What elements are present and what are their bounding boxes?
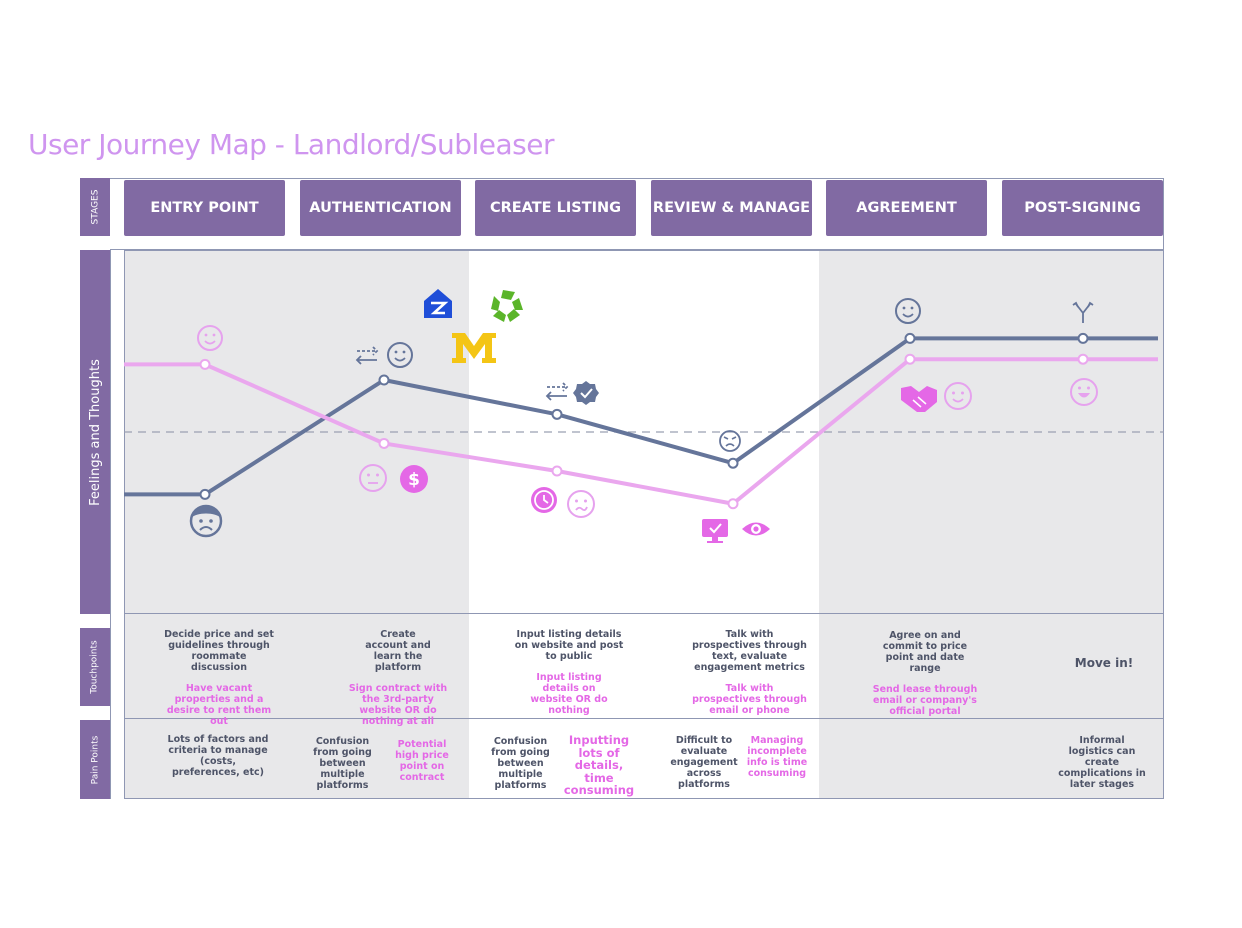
pain-points-row-label: Pain Points bbox=[80, 720, 110, 799]
dark-point-1 bbox=[378, 374, 390, 386]
stages-row-label: STAGES bbox=[80, 178, 110, 236]
handshake-icon bbox=[901, 386, 937, 412]
angry-face-icon bbox=[719, 430, 741, 452]
dark-point-5 bbox=[1077, 332, 1089, 344]
stage-entry-point: ENTRY POINT bbox=[124, 180, 285, 236]
touchpoint-auth-alt: Sign contract with the 3rd-party website… bbox=[348, 683, 448, 727]
touchpoint-auth: Create account and learn the platform Si… bbox=[343, 629, 453, 727]
pink-point-1 bbox=[378, 437, 390, 449]
touchpoint-entry-doing: Decide price and set guidelines through … bbox=[164, 629, 274, 673]
svg-text:$: $ bbox=[408, 470, 420, 490]
split-arrow-icon bbox=[1072, 301, 1094, 323]
touchpoint-listing-alt: Input listing details on website OR do n… bbox=[530, 672, 608, 716]
uneasy-face-icon bbox=[567, 490, 595, 518]
touchpoints-row-label: Touchpoints bbox=[80, 628, 110, 706]
dark-point-0 bbox=[199, 488, 211, 500]
dark-point-2 bbox=[551, 408, 563, 420]
pain-auth-dark: Confusion from going between multiple pl… bbox=[313, 736, 372, 791]
clock-icon bbox=[531, 487, 557, 513]
touchpoint-post: Move in! bbox=[1054, 656, 1154, 670]
stage-agreement: AGREEMENT bbox=[826, 180, 987, 236]
touchpoint-entry-alt: Have vacant properties and a desire to r… bbox=[166, 683, 272, 727]
touchpoint-listing: Input listing details on website and pos… bbox=[514, 629, 624, 716]
touchpoint-agreement-alt: Send lease through email or company's of… bbox=[872, 684, 978, 717]
dollar-icon: $ bbox=[400, 465, 428, 493]
pain-auth-pink: Potential high price point on contract bbox=[395, 739, 449, 783]
zillow-logo-icon bbox=[424, 289, 452, 318]
pink-point-0 bbox=[199, 358, 211, 370]
stage-authentication: AUTHENTICATION bbox=[300, 180, 461, 236]
feelings-row-label: Feelings and Thoughts bbox=[80, 250, 110, 614]
smile-face-icon bbox=[944, 382, 972, 410]
touchpoint-review-alt: Talk with prospectives through email or … bbox=[692, 683, 807, 716]
touchpoint-agreement-doing: Agree on and commit to price point and d… bbox=[882, 630, 968, 674]
stage-post-signing: POST-SIGNING bbox=[1002, 180, 1163, 236]
smile-face-icon bbox=[895, 298, 921, 324]
pink-point-3 bbox=[727, 498, 739, 510]
touchpoint-agreement: Agree on and commit to price point and d… bbox=[870, 630, 980, 717]
touchpoint-entry: Decide price and set guidelines through … bbox=[164, 629, 274, 727]
smile-face-icon bbox=[197, 325, 223, 351]
stage-review-manage: REVIEW & MANAGE bbox=[651, 180, 812, 236]
page-title: User Journey Map - Landlord/Subleaser bbox=[28, 128, 555, 161]
pink-point-2 bbox=[551, 465, 563, 477]
pain-review-pink: Managing incomplete info is time consumi… bbox=[746, 735, 808, 779]
pain-post: Informal logistics can create complicati… bbox=[1058, 735, 1146, 790]
pink-point-4 bbox=[904, 353, 916, 365]
transfer-arrows-icon bbox=[355, 346, 379, 365]
pain-listing-pink: Inputting lots of details, time consumin… bbox=[563, 733, 635, 797]
pain-entry: Lots of factors and criteria to manage (… bbox=[167, 734, 269, 778]
dark-point-3 bbox=[727, 457, 739, 469]
umich-block-m-logo-icon bbox=[452, 333, 496, 363]
verified-badge-icon bbox=[573, 381, 599, 405]
monitor-check-icon bbox=[702, 519, 728, 543]
band-right bbox=[819, 250, 1164, 799]
neutral-face-icon bbox=[359, 464, 387, 492]
pain-listing-dark: Confusion from going between multiple pl… bbox=[491, 736, 550, 791]
eye-icon bbox=[742, 522, 770, 536]
line-pink bbox=[124, 357, 1158, 506]
smile-face-icon bbox=[387, 342, 413, 368]
pain-review-dark: Difficult to evaluate engagement across … bbox=[670, 735, 738, 790]
stages-row: ENTRY POINT AUTHENTICATION CREATE LISTIN… bbox=[110, 178, 1164, 250]
sad-face-icon bbox=[189, 504, 223, 538]
touchpoint-review: Talk with prospectives through text, eva… bbox=[692, 629, 807, 716]
touchpoint-post-doing: Move in! bbox=[1074, 656, 1134, 670]
touchpoint-auth-doing: Create account and learn the platform bbox=[365, 629, 431, 673]
left-rule bbox=[110, 250, 111, 799]
grin-face-icon bbox=[1070, 378, 1098, 406]
dark-point-4 bbox=[904, 332, 916, 344]
pain-points-frame bbox=[124, 718, 1164, 799]
recycle-logo-icon bbox=[491, 290, 523, 322]
touchpoint-listing-doing: Input listing details on website and pos… bbox=[514, 629, 624, 662]
stage-create-listing: CREATE LISTING bbox=[475, 180, 636, 236]
line-dark bbox=[124, 336, 1158, 497]
pink-point-5 bbox=[1077, 353, 1089, 365]
transfer-arrows-icon bbox=[545, 382, 569, 401]
touchpoint-review-doing: Talk with prospectives through text, eva… bbox=[692, 629, 807, 673]
band-left bbox=[124, 250, 469, 799]
